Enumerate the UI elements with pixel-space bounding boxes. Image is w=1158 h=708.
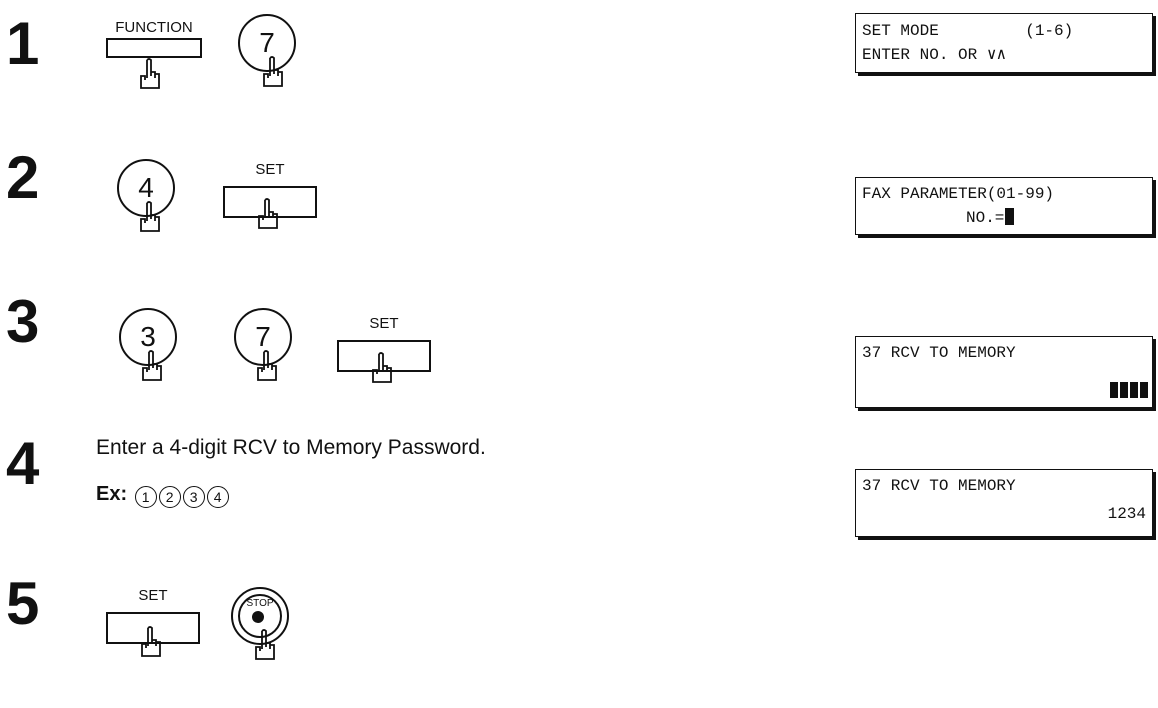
pointing-hand-icon	[137, 350, 171, 390]
mask-block	[1130, 382, 1138, 398]
function-key-body	[106, 38, 202, 58]
pointing-hand-icon	[258, 56, 292, 96]
pointing-hand-icon	[135, 58, 169, 98]
set-key-label: SET	[337, 316, 431, 332]
set-key[interactable]: SET	[223, 162, 317, 242]
lcd-display-4: 37 RCV TO MEMORY 1234	[855, 469, 1153, 537]
set-key[interactable]: SET	[337, 316, 431, 396]
lcd-line-1: 37 RCV TO MEMORY	[862, 476, 1146, 496]
lcd-display-2: FAX PARAMETER(01-99) NO.=	[855, 177, 1153, 235]
set-key-label: SET	[223, 162, 317, 178]
lcd-line-1: SET MODE (1-6)	[862, 21, 1146, 41]
set-key-label: SET	[106, 588, 200, 604]
pointing-hand-icon	[367, 352, 401, 392]
step-4-instruction: Enter a 4-digit RCV to Memory Password.	[96, 436, 486, 460]
circled-digit-2: 2	[159, 486, 181, 508]
cursor-block	[1005, 208, 1014, 225]
digit-key-label: 7	[236, 322, 290, 352]
stop-key-indicator-icon	[252, 611, 264, 623]
lcd-line-1: FAX PARAMETER(01-99)	[862, 184, 1146, 204]
digit-key-label: 4	[119, 173, 173, 203]
mask-block	[1140, 382, 1148, 398]
lcd-display-1: SET MODE (1-6) ENTER NO. OR ∨∧	[855, 13, 1153, 73]
step-number-4: 4	[6, 434, 39, 494]
lcd-line-2-text: NO.=	[966, 209, 1004, 227]
pointing-hand-icon	[250, 629, 284, 669]
step-number-3: 3	[6, 292, 39, 352]
lcd-line-2: 1234	[862, 504, 1146, 524]
pointing-hand-icon	[135, 201, 169, 241]
circled-digit-3: 3	[183, 486, 205, 508]
password-mask-blocks	[1108, 382, 1148, 403]
pointing-hand-icon	[136, 626, 170, 666]
lcd-display-3: 37 RCV TO MEMORY	[855, 336, 1153, 408]
set-key[interactable]: SET	[106, 588, 200, 670]
circled-digit-1: 1	[135, 486, 157, 508]
step-number-2: 2	[6, 148, 39, 208]
pointing-hand-icon	[252, 350, 286, 390]
pointing-hand-icon	[253, 198, 287, 238]
lcd-line-2: NO.=	[966, 208, 1146, 228]
mask-block	[1120, 382, 1128, 398]
step-number-5: 5	[6, 574, 39, 634]
mask-block	[1110, 382, 1118, 398]
stop-key-label: STOP	[233, 598, 287, 609]
example-label: Ex:	[96, 483, 127, 505]
function-key-label: FUNCTION	[106, 20, 202, 36]
lcd-line-1: 37 RCV TO MEMORY	[862, 343, 1146, 363]
step-number-1: 1	[6, 14, 39, 74]
lcd-line-2: ENTER NO. OR ∨∧	[862, 45, 1146, 65]
digit-key-label: 3	[121, 322, 175, 352]
circled-digit-4: 4	[207, 486, 229, 508]
function-key[interactable]: FUNCTION	[106, 20, 202, 90]
digit-key-label: 7	[240, 28, 294, 58]
